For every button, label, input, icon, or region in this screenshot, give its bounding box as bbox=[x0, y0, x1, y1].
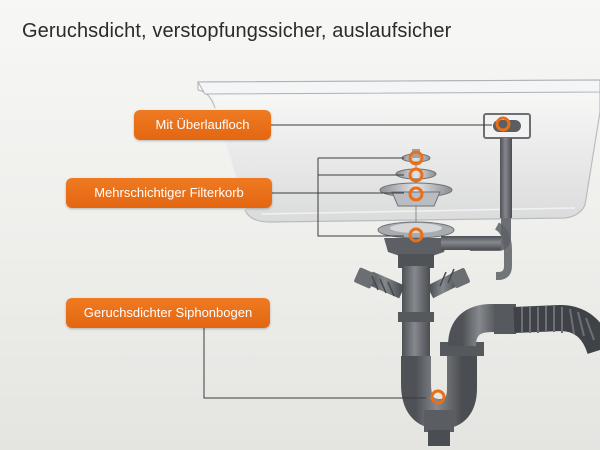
highlight-rings bbox=[408, 116, 511, 405]
siphon-bend bbox=[401, 304, 516, 446]
callout-lines bbox=[203, 124, 492, 399]
drain-pipe bbox=[354, 236, 501, 358]
corrugated-hose bbox=[513, 304, 600, 355]
label-overflow-hole: Mit Überlaufloch bbox=[134, 110, 271, 140]
label-siphon-bend: Geruchsdichter Siphonbogen bbox=[66, 298, 270, 328]
headline: Geruchsdicht, verstopfungssicher, auslau… bbox=[22, 20, 452, 42]
label-filter-basket: Mehrschichtiger Filterkorb bbox=[66, 178, 272, 208]
